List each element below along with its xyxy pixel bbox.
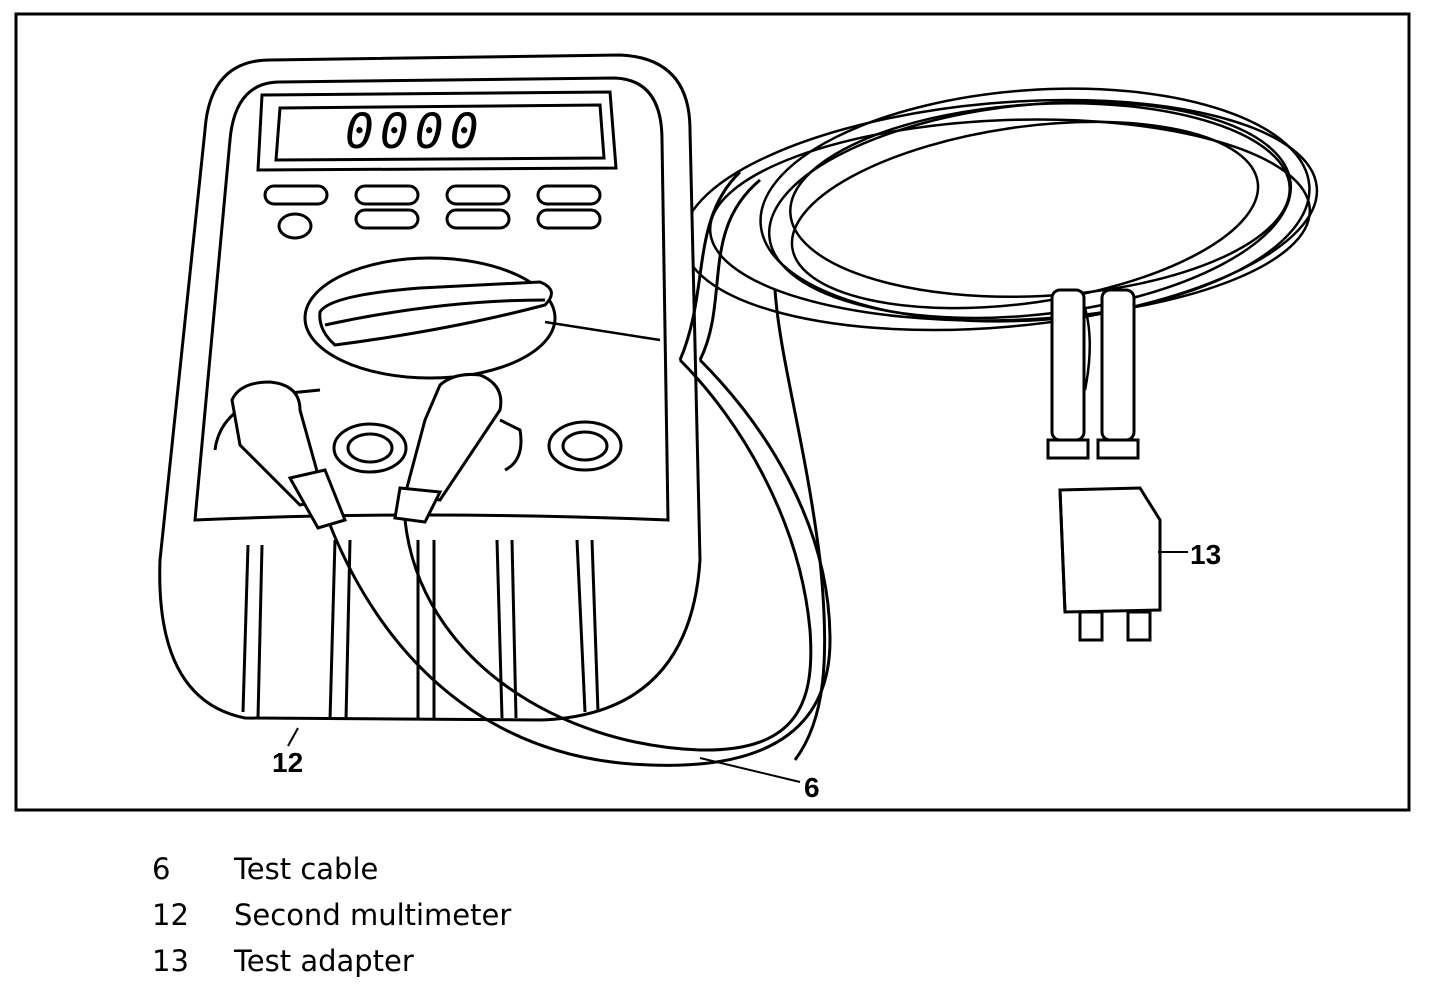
legend-label: Second multimeter xyxy=(234,898,512,932)
legend-number: 6 xyxy=(152,852,171,886)
legend-label: Test cable xyxy=(234,852,379,886)
button-row xyxy=(263,184,602,240)
callout-6: 6 xyxy=(804,772,820,803)
test-cable xyxy=(328,170,832,767)
rotary-dial xyxy=(303,256,557,380)
legend-number: 13 xyxy=(152,944,189,978)
legend-row: 12 Second multimeter xyxy=(152,898,852,944)
leader-lines xyxy=(287,551,1188,783)
legend-row: 6 Test cable xyxy=(152,852,852,898)
figure-frame xyxy=(14,12,1411,812)
cable-coil xyxy=(681,87,1319,391)
probe-plugs xyxy=(230,373,503,530)
test-adapter xyxy=(1046,288,1162,642)
legend-label: Test adapter xyxy=(234,944,414,978)
callout-13: 13 xyxy=(1190,539,1221,570)
callout-12: 12 xyxy=(272,747,303,778)
display-reading: 0000 xyxy=(345,104,485,160)
multimeter-illustration: 0000 xyxy=(14,12,1411,812)
legend-row: 13 Test adapter xyxy=(152,944,852,990)
legend: 6 Test cable 12 Second multimeter 13 Tes… xyxy=(152,852,852,990)
legend-number: 12 xyxy=(152,898,189,932)
